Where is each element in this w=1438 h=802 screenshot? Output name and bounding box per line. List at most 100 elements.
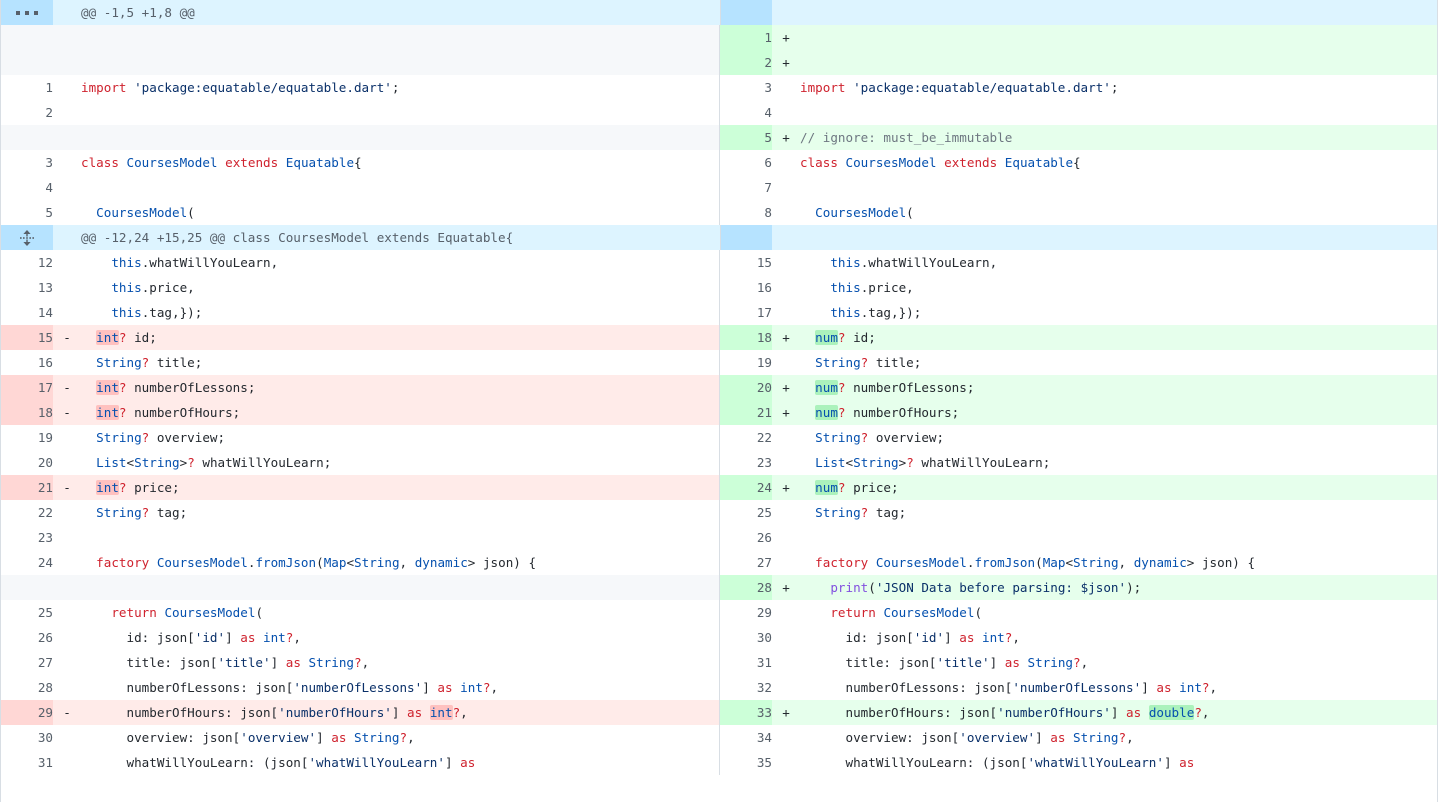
code-line-left[interactable]: return CoursesModel( [81,600,720,625]
code-line-left[interactable]: int? numberOfLessons; [81,375,720,400]
line-number-right: 23 [720,450,772,475]
ellipsis-icon[interactable] [1,0,53,25]
code-line-left[interactable]: CoursesModel( [81,200,720,225]
diff-marker-left [53,200,81,225]
code-line-left[interactable]: overview: json['overview'] as String?, [81,725,720,750]
line-number-right: 7 [720,175,772,200]
code-line-right[interactable]: String? tag; [800,500,1437,525]
code-line-left[interactable] [81,125,720,150]
code-line-left[interactable]: this.price, [81,275,720,300]
code-line-left[interactable] [81,50,720,75]
hunk-header-row[interactable]: @@ -1,5 +1,8 @@ [1,0,1437,25]
code-line-left[interactable]: this.tag,}); [81,300,720,325]
diff-marker-right: + [772,25,800,50]
code-line-right[interactable]: // ignore: must_be_immutable [800,125,1437,150]
diff-marker-right [772,200,800,225]
hunk-expander[interactable] [1,225,53,250]
code-line-left[interactable]: int? numberOfHours; [81,400,720,425]
code-line-right[interactable]: num? numberOfHours; [800,400,1437,425]
diff-marker-right: + [772,325,800,350]
code-line-right[interactable]: CoursesModel( [800,200,1437,225]
hunk-expander[interactable] [1,0,53,25]
diff-row: 30 overview: json['overview'] as String?… [1,725,1437,750]
code-line-left[interactable]: String? title; [81,350,720,375]
code-line-left[interactable]: String? tag; [81,500,720,525]
code-line-right[interactable] [800,50,1437,75]
code-line-left[interactable]: int? id; [81,325,720,350]
diff-marker-right: + [772,375,800,400]
line-number-right: 5 [720,125,772,150]
code-line-right[interactable]: List<String>? whatWillYouLearn; [800,450,1437,475]
diff-marker-right [772,625,800,650]
line-number-right: 15 [720,250,772,275]
code-line-right[interactable]: String? title; [800,350,1437,375]
diff-marker-left [53,175,81,200]
code-line-left[interactable] [81,525,720,550]
code-line-right[interactable]: factory CoursesModel.fromJson(Map<String… [800,550,1437,575]
code-line-left[interactable] [81,175,720,200]
code-line-left[interactable]: numberOfHours: json['numberOfHours'] as … [81,700,720,725]
code-line-right[interactable]: numberOfHours: json['numberOfHours'] as … [800,700,1437,725]
diff-marker-right [772,275,800,300]
code-line-right[interactable]: this.price, [800,275,1437,300]
hunk-header-row[interactable]: @@ -12,24 +15,25 @@ class CoursesModel e… [1,225,1437,250]
line-number-left: 4 [1,175,53,200]
line-number-left: 24 [1,550,53,575]
code-line-left[interactable]: id: json['id'] as int?, [81,625,720,650]
code-line-left[interactable]: import 'package:equatable/equatable.dart… [81,75,720,100]
expand-up-down-icon[interactable] [1,225,53,250]
code-line-right[interactable]: class CoursesModel extends Equatable{ [800,150,1437,175]
code-line-right[interactable]: import 'package:equatable/equatable.dart… [800,75,1437,100]
diff-marker-left [53,275,81,300]
code-line-right[interactable] [800,100,1437,125]
diff-marker-right [772,650,800,675]
code-line-left[interactable]: int? price; [81,475,720,500]
code-line-left[interactable]: String? overview; [81,425,720,450]
code-line-left[interactable]: title: json['title'] as String?, [81,650,720,675]
code-line-right[interactable]: overview: json['overview'] as String?, [800,725,1437,750]
line-number-right: 24 [720,475,772,500]
diff-marker-left [53,750,81,775]
line-number-right: 31 [720,650,772,675]
code-line-right[interactable]: print('JSON Data before parsing: $json')… [800,575,1437,600]
code-line-left[interactable]: this.whatWillYouLearn, [81,250,720,275]
code-line-right[interactable]: whatWillYouLearn: (json['whatWillYouLear… [800,750,1437,775]
diff-marker-left [53,525,81,550]
diff-marker-right [772,425,800,450]
diff-marker-left [53,600,81,625]
diff-marker-right [772,300,800,325]
code-line-left[interactable]: whatWillYouLearn: (json['whatWillYouLear… [81,750,720,775]
code-line-right[interactable]: String? overview; [800,425,1437,450]
line-number-right: 19 [720,350,772,375]
code-line-left[interactable] [81,575,720,600]
code-line-right[interactable]: title: json['title'] as String?, [800,650,1437,675]
hunk-marker [53,0,81,25]
code-line-right[interactable] [800,525,1437,550]
line-number-left: 25 [1,600,53,625]
code-line-left[interactable]: List<String>? whatWillYouLearn; [81,450,720,475]
code-line-right[interactable] [800,175,1437,200]
line-number-right: 29 [720,600,772,625]
diff-marker-right [772,250,800,275]
diff-marker-left [53,25,81,50]
code-line-right[interactable]: num? id; [800,325,1437,350]
hunk-header-text: @@ -1,5 +1,8 @@ [81,0,721,25]
code-line-right[interactable]: num? numberOfLessons; [800,375,1437,400]
code-line-right[interactable]: id: json['id'] as int?, [800,625,1437,650]
diff-marker-left [53,150,81,175]
code-line-left[interactable] [81,25,720,50]
code-line-right[interactable]: numberOfLessons: json['numberOfLessons']… [800,675,1437,700]
code-line-right[interactable]: num? price; [800,475,1437,500]
diff-marker-right [772,500,800,525]
code-line-left[interactable]: class CoursesModel extends Equatable{ [81,150,720,175]
code-line-right[interactable]: return CoursesModel( [800,600,1437,625]
code-line-left[interactable] [81,100,720,125]
code-line-right[interactable]: this.whatWillYouLearn, [800,250,1437,275]
code-line-right[interactable]: this.tag,}); [800,300,1437,325]
hunk-marker [53,225,81,250]
line-number-left: 16 [1,350,53,375]
code-line-right[interactable] [800,25,1437,50]
code-line-left[interactable]: numberOfLessons: json['numberOfLessons']… [81,675,720,700]
code-line-left[interactable]: factory CoursesModel.fromJson(Map<String… [81,550,720,575]
diff-row: 1+ [1,25,1437,50]
